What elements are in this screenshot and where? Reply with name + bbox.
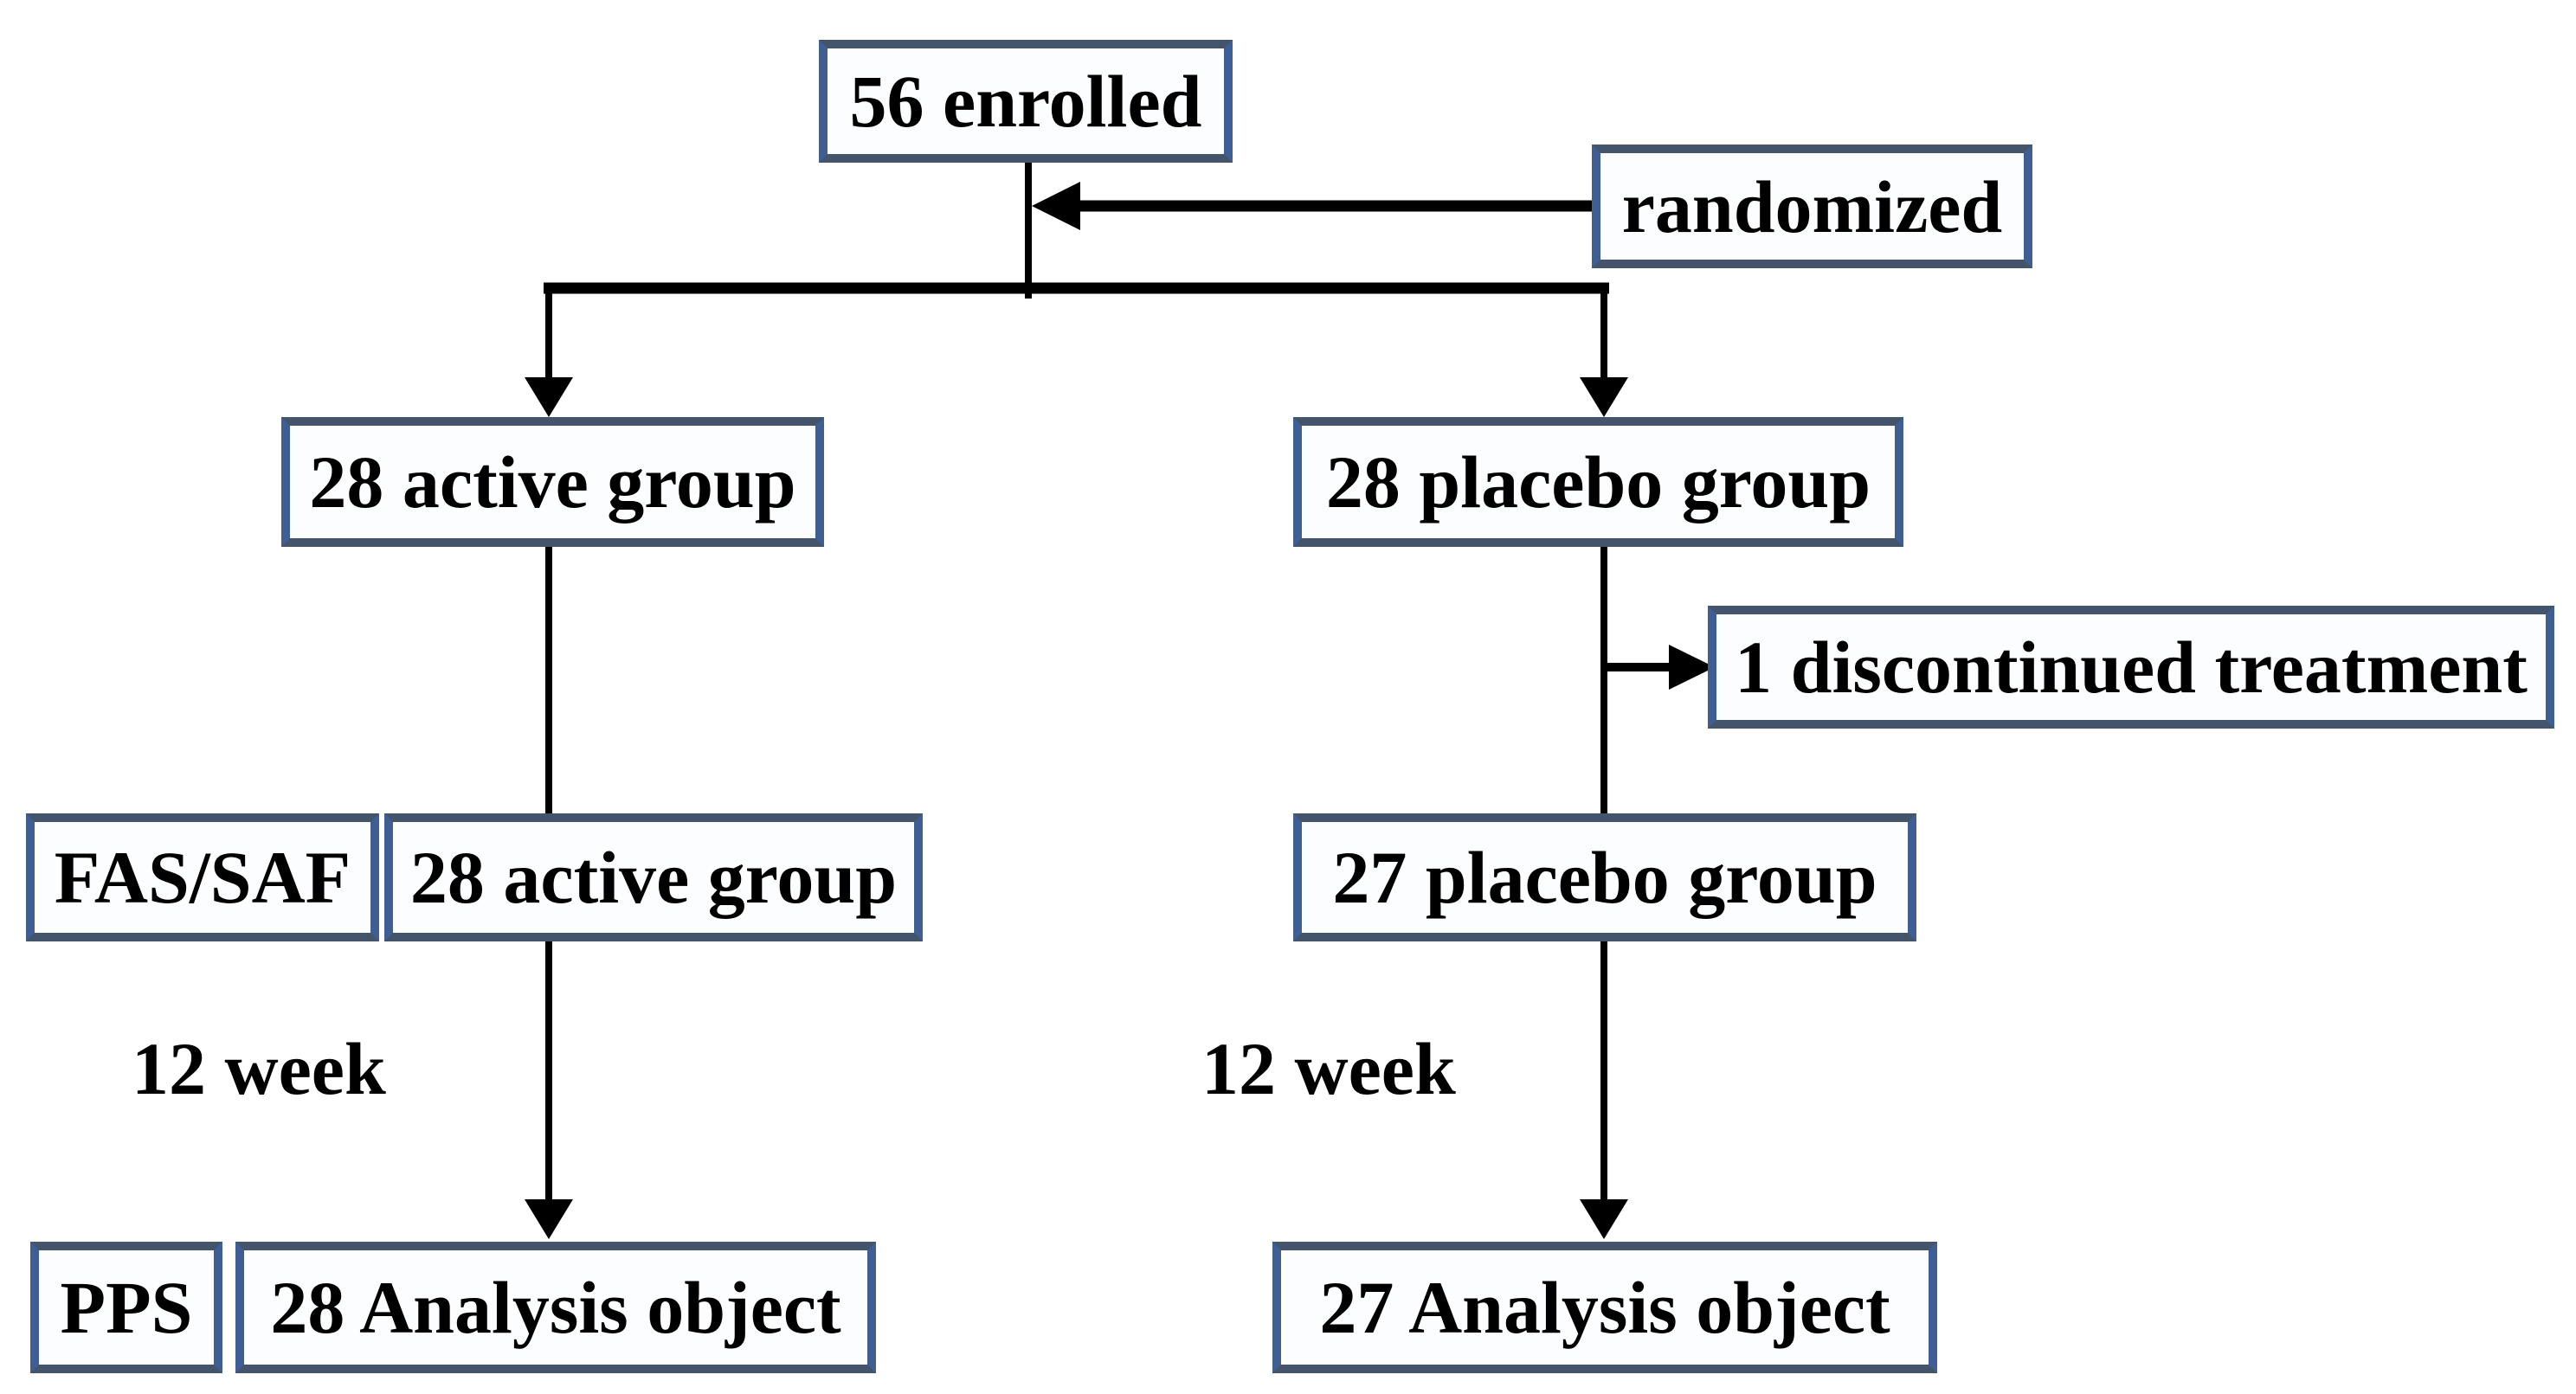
node-active-group-baseline: 28 active group (281, 417, 824, 547)
node-discontinued: 1 discontinued treatment (1708, 606, 2554, 729)
arrowhead-placebo-drop (1580, 377, 1628, 417)
arrowhead-active-drop (525, 377, 573, 417)
node-active-group-fas: 28 active group (384, 813, 923, 941)
node-analysis-placebo: 27 Analysis object (1272, 1242, 1937, 1373)
node-pps: PPS (30, 1242, 222, 1373)
label-12-week-placebo: 12 week (1201, 1027, 1456, 1110)
arrowhead-discontinued (1669, 645, 1715, 690)
node-analysis-active: 28 Analysis object (235, 1242, 876, 1373)
node-placebo-group-baseline: 28 placebo group (1293, 417, 1903, 547)
arrowhead-analysis-active (525, 1199, 573, 1239)
node-fas-saf: FAS/SAF (26, 813, 379, 941)
arrowhead-randomized-left (1032, 182, 1080, 230)
node-randomized: randomized (1592, 145, 2032, 268)
label-12-week-active: 12 week (132, 1027, 386, 1110)
node-enrolled: 56 enrolled (819, 40, 1233, 163)
arrowhead-analysis-placebo (1580, 1199, 1628, 1239)
node-placebo-group-fas: 27 placebo group (1293, 813, 1916, 941)
